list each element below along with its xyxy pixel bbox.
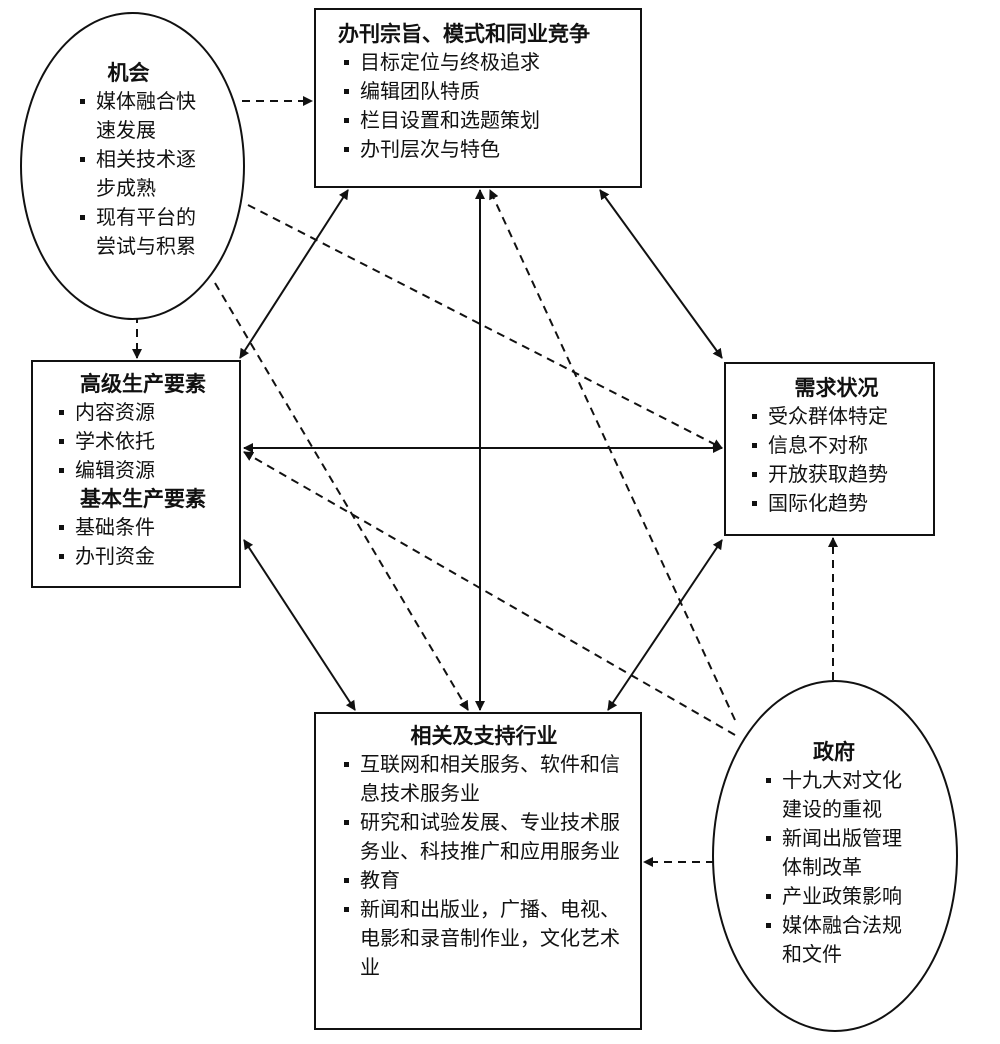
list-item: 开放获取趋势 — [746, 460, 927, 489]
factors-box: 高级生产要素 内容资源 学术依托 编辑资源 基本生产要素 基础条件 办刊资金 — [31, 360, 241, 588]
list-item: 栏目设置和选题策划 — [338, 106, 632, 135]
list-item: 新闻出版管理体制改革 — [760, 824, 910, 882]
basic-factors-title: 基本生产要素 — [80, 487, 206, 511]
list-item: 新闻和出版业，广播、电视、电影和录音制作业，文化艺术业 — [338, 895, 630, 982]
list-item: 产业政策影响 — [760, 882, 910, 911]
demand-box: 需求状况 受众群体特定 信息不对称 开放获取趋势 国际化趋势 — [724, 362, 935, 536]
list-item: 基础条件 — [53, 513, 233, 542]
related-list: 互联网和相关服务、软件和信息技术服务业 研究和试验发展、专业技术服务业、科技推广… — [338, 750, 630, 982]
list-item: 研究和试验发展、专业技术服务业、科技推广和应用服务业 — [338, 808, 630, 866]
government-ellipse: 政府 十九大对文化建设的重视 新闻出版管理体制改革 产业政策影响 媒体融合法规和… — [712, 680, 958, 1032]
strategy-box: 办刊宗旨、模式和同业竞争 目标定位与终极追求 编辑团队特质 栏目设置和选题策划 … — [314, 8, 642, 188]
list-item: 编辑团队特质 — [338, 77, 632, 106]
related-industries-box: 相关及支持行业 互联网和相关服务、软件和信息技术服务业 研究和试验发展、专业技术… — [314, 712, 642, 1030]
link-opportunity-related — [214, 282, 469, 711]
opportunity-list: 媒体融合快速发展 相关技术逐步成熟 现有平台的尝试与积累 — [74, 87, 196, 261]
link-government-strategy — [489, 189, 736, 721]
list-item: 国际化趋势 — [746, 489, 927, 518]
opportunity-ellipse: 机会 媒体融合快速发展 相关技术逐步成熟 现有平台的尝试与积累 — [20, 12, 245, 320]
demand-title: 需求状况 — [794, 376, 879, 400]
list-item: 受众群体特定 — [746, 402, 927, 431]
list-item: 现有平台的尝试与积累 — [74, 203, 196, 261]
advanced-factors-list: 内容资源 学术依托 编辑资源 — [53, 398, 233, 485]
basic-factors-list: 基础条件 办刊资金 — [53, 513, 233, 571]
link-strategy-demand — [599, 189, 723, 359]
list-item: 十九大对文化建设的重视 — [760, 766, 910, 824]
list-item: 媒体融合法规和文件 — [760, 911, 910, 969]
demand-list: 受众群体特定 信息不对称 开放获取趋势 国际化趋势 — [746, 402, 927, 518]
link-opportunity-demand — [247, 204, 723, 449]
list-item: 媒体融合快速发展 — [74, 87, 196, 145]
list-item: 相关技术逐步成熟 — [74, 145, 196, 203]
link-government-factors — [243, 451, 736, 736]
government-title: 政府 — [813, 740, 855, 764]
link-factors-related — [243, 539, 356, 711]
list-item: 办刊层次与特色 — [338, 135, 632, 164]
list-item: 教育 — [338, 866, 630, 895]
opportunity-title: 机会 — [107, 61, 150, 85]
list-item: 内容资源 — [53, 398, 233, 427]
list-item: 编辑资源 — [53, 456, 233, 485]
list-item: 办刊资金 — [53, 542, 233, 571]
link-strategy-factors — [239, 189, 349, 359]
government-list: 十九大对文化建设的重视 新闻出版管理体制改革 产业政策影响 媒体融合法规和文件 — [760, 766, 910, 969]
list-item: 互联网和相关服务、软件和信息技术服务业 — [338, 750, 630, 808]
list-item: 信息不对称 — [746, 431, 927, 460]
strategy-title: 办刊宗旨、模式和同业竞争 — [338, 22, 590, 46]
advanced-factors-title: 高级生产要素 — [80, 372, 206, 396]
strategy-list: 目标定位与终极追求 编辑团队特质 栏目设置和选题策划 办刊层次与特色 — [338, 48, 632, 164]
link-demand-related — [607, 539, 723, 711]
related-title: 相关及支持行业 — [410, 724, 558, 748]
list-item: 目标定位与终极追求 — [338, 48, 632, 77]
list-item: 学术依托 — [53, 427, 233, 456]
